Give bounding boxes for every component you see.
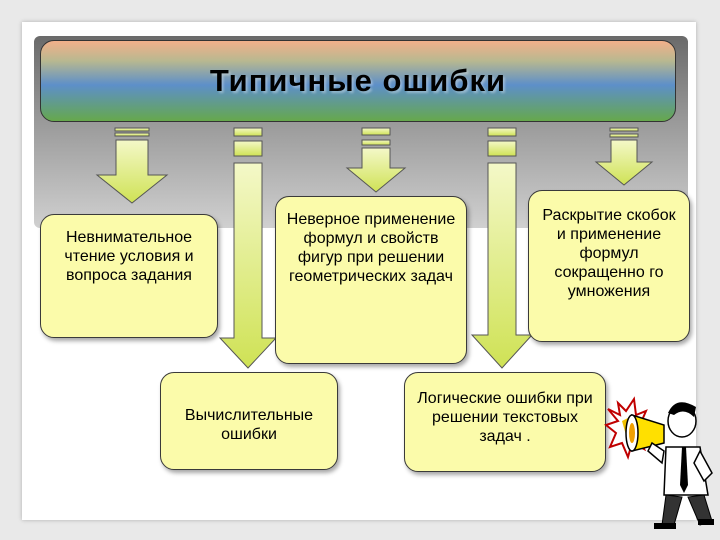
box-inattentive-reading-text: Невнимательное чтение условия и вопроса …	[64, 229, 194, 284]
arrow-down-3	[345, 127, 407, 193]
megaphone-man-icon	[604, 396, 714, 529]
page-title: Типичные ошибки	[209, 63, 507, 98]
title-banner: Типичные ошибки	[40, 40, 676, 122]
box-brackets-text: Раскрытие скобок и применение формул сок…	[542, 207, 676, 300]
box-computational: Вычислительные ошибки	[160, 372, 338, 470]
box-logical: Логические ошибки при решении текстовых …	[404, 372, 606, 472]
box-logical-text: Логические ошибки при решении текстовых …	[417, 390, 593, 445]
arrow-down-4	[470, 127, 534, 369]
box-inattentive-reading: Невнимательное чтение условия и вопроса …	[40, 214, 218, 338]
box-formula-misuse-text: Неверное применение формул и свойств фиг…	[286, 211, 456, 285]
arrow-down-2	[218, 127, 278, 369]
box-computational-text: Вычислительные ошибки	[184, 407, 314, 443]
arrow-down-5	[594, 127, 654, 186]
arrow-down-1	[95, 127, 169, 204]
box-formula-misuse: Неверное применение формул и свойств фиг…	[275, 196, 467, 364]
box-brackets: Раскрытие скобок и применение формул сок…	[528, 190, 690, 342]
